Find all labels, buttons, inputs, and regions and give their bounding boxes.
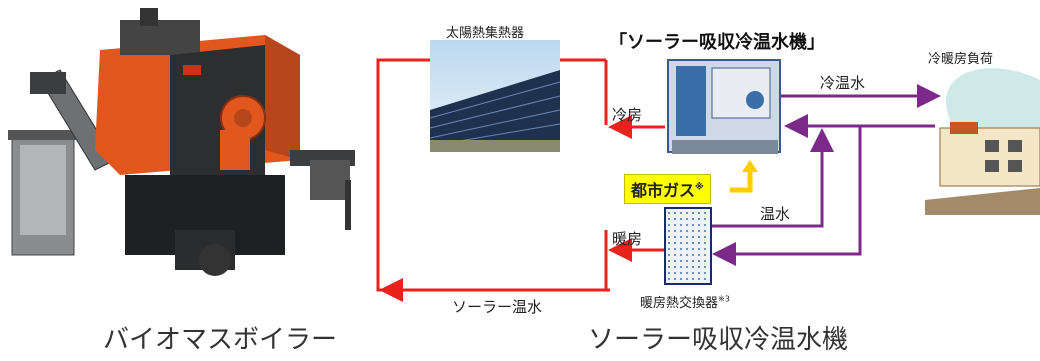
city-gas-note: ※: [695, 182, 704, 193]
heating-heat-exchanger: [664, 207, 712, 285]
solar-water-label: ソーラー温水: [452, 298, 543, 316]
exchanger-label-text: 暖房熱交換器: [640, 296, 719, 311]
biomass-boiler-image: [0, 0, 370, 300]
building-load-image: [925, 68, 1040, 215]
chiller-title: 「ソーラー吸収冷温水機」: [609, 32, 825, 53]
hot-cold-water-loop: [712, 84, 941, 266]
exchanger-note: ※3: [718, 294, 730, 304]
city-gas-label: 都市ガス: [631, 181, 696, 200]
cold-water-label: 冷温水: [820, 74, 866, 92]
city-gas-box: 都市ガス※: [624, 174, 711, 204]
hot-water-label: 温水: [760, 205, 791, 223]
exchanger-label: 暖房熱交換器※3: [640, 292, 730, 311]
solar-collector-image: [429, 40, 561, 152]
heating-label: 暖房: [612, 230, 643, 248]
biomass-boiler-caption: バイオマスボイラー: [103, 325, 338, 355]
cooling-label: 冷房: [612, 106, 643, 124]
city-gas-arrow: [730, 170, 753, 193]
absorption-chiller-image: [667, 59, 781, 154]
load-label: 冷暖房負荷: [928, 52, 994, 67]
collector-label: 太陽熱集熱器: [446, 26, 525, 41]
solar-chiller-caption: ソーラー吸収冷温水機: [588, 325, 849, 355]
